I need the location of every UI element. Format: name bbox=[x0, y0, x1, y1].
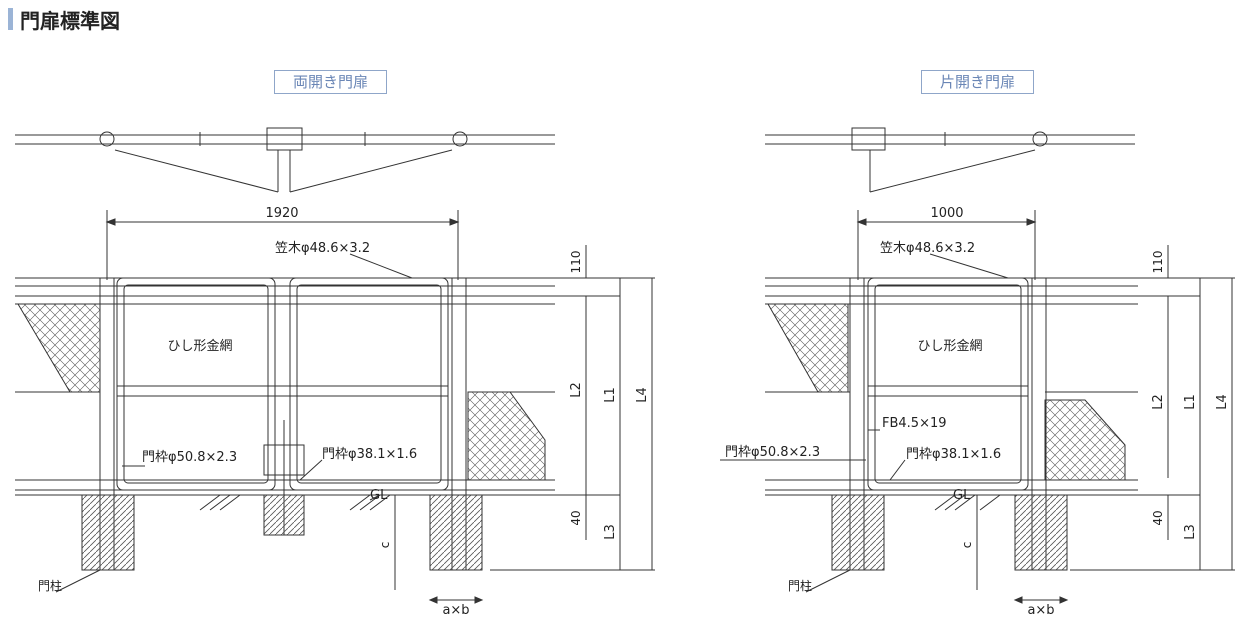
single-gate-width-label: 1000 bbox=[930, 206, 963, 221]
single-gate-footing-label: a×b bbox=[1027, 603, 1054, 618]
single-gate-plan-view bbox=[765, 127, 1135, 193]
single-gate-height-dimensions bbox=[976, 245, 1235, 604]
single-right-fence-mesh bbox=[1044, 399, 1126, 481]
single-gate-outer-frame-label: 門枠φ50.8×2.3 bbox=[725, 445, 820, 460]
double-gate-outer-frame-label: 門枠φ50.8×2.3 bbox=[142, 450, 237, 465]
double-gate-dim-c: c bbox=[378, 542, 392, 549]
single-gate-dim-l2: L2 bbox=[1151, 394, 1166, 410]
single-gate-post-label: 門柱 bbox=[788, 578, 812, 593]
double-gate-mesh-label: ひし形金網 bbox=[167, 338, 232, 354]
double-gate-inner-frame-label: 門枠φ38.1×1.6 bbox=[322, 447, 417, 462]
single-gate-dim-c: c bbox=[960, 542, 974, 549]
single-gate-dim-40: 40 bbox=[1151, 510, 1165, 525]
single-left-fence-mesh bbox=[767, 303, 849, 393]
left-fence-mesh bbox=[17, 303, 101, 393]
right-fence-mesh bbox=[467, 391, 546, 481]
single-gate-drawing bbox=[720, 127, 1235, 604]
double-gate-drawing bbox=[15, 127, 655, 604]
double-gate-width-dimension bbox=[105, 210, 460, 280]
double-gate-top-rail-label: 笠木φ48.6×3.2 bbox=[275, 241, 370, 256]
left-footing bbox=[81, 494, 135, 571]
double-gate-post-label: 門柱 bbox=[38, 578, 62, 593]
single-right-footing bbox=[1014, 494, 1068, 571]
single-left-footing bbox=[831, 494, 885, 571]
double-gate-dim-l1: L1 bbox=[603, 387, 618, 403]
right-footing bbox=[429, 494, 483, 571]
double-gate-footing-label: a×b bbox=[442, 603, 469, 618]
double-gate-dim-l3: L3 bbox=[603, 524, 618, 540]
single-gate-mesh-label: ひし形金網 bbox=[917, 338, 982, 354]
page-title: 門扉標準図 bbox=[8, 4, 120, 34]
double-gate-plan-view bbox=[15, 127, 555, 193]
double-gate-dim-110: 110 bbox=[569, 251, 583, 274]
double-gate-ground-label: GL bbox=[370, 488, 388, 503]
single-gate-top-rail-label: 笠木φ48.6×3.2 bbox=[880, 241, 975, 256]
single-gate-ground-label: GL bbox=[953, 488, 971, 503]
double-gate-caption: 両開き門扉 bbox=[274, 70, 387, 94]
double-gate-dim-l2: L2 bbox=[569, 382, 584, 398]
double-gate-rails bbox=[15, 277, 555, 491]
single-gate-inner-frame-label: 門枠φ38.1×1.6 bbox=[906, 447, 1001, 462]
single-gate-width-dimension bbox=[856, 210, 1037, 280]
single-gate-dim-l3: L3 bbox=[1183, 524, 1198, 540]
double-gate-dim-l4: L4 bbox=[635, 387, 650, 403]
double-gate-width-label: 1920 bbox=[265, 206, 298, 221]
right-leaf-frame bbox=[289, 277, 449, 491]
title-text: 門扉標準図 bbox=[20, 8, 120, 33]
single-gate-dim-110: 110 bbox=[1151, 251, 1165, 274]
single-gate-dim-l4: L4 bbox=[1215, 394, 1230, 410]
single-gate-flat-bar-label: FB4.5×19 bbox=[882, 416, 947, 431]
double-gate-dim-40: 40 bbox=[569, 510, 583, 525]
left-leaf-frame bbox=[116, 277, 276, 491]
double-gate-height-dimensions bbox=[394, 245, 655, 604]
single-leaf-frame bbox=[867, 277, 1029, 491]
single-gate-dim-l1: L1 bbox=[1183, 394, 1198, 410]
title-accent-bar bbox=[8, 8, 13, 30]
single-gate-caption: 片開き門扉 bbox=[921, 70, 1034, 94]
center-footing bbox=[263, 494, 305, 536]
